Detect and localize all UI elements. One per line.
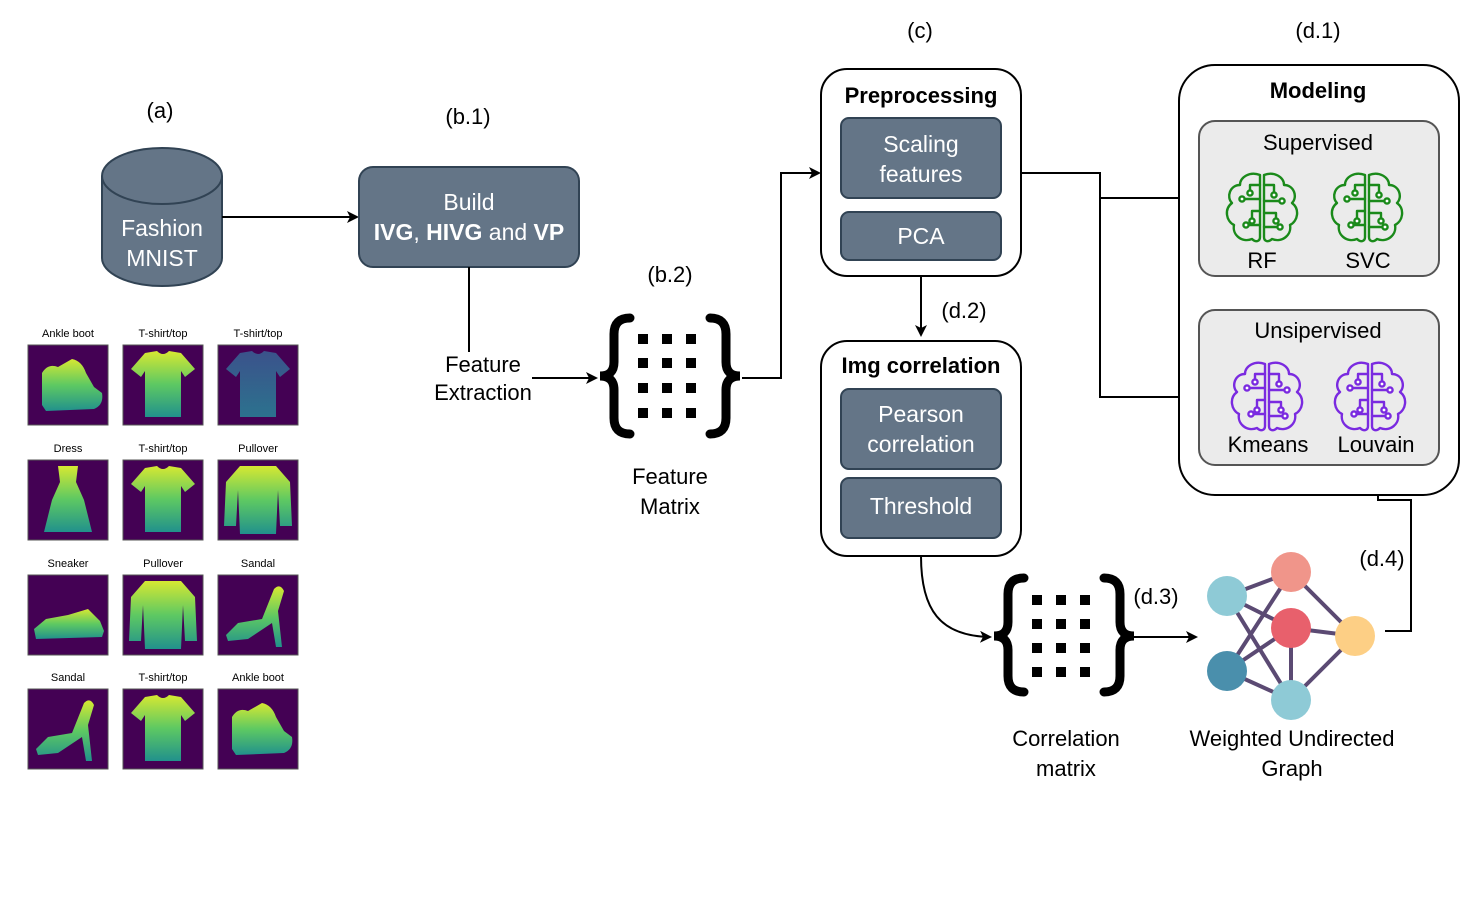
correlation-matrix-line1: Correlation [1012, 726, 1120, 751]
modeling-title: Modeling [1270, 78, 1367, 103]
pca-box [840, 211, 1002, 261]
garment-shape [42, 359, 103, 411]
label-c: (c) [907, 18, 933, 43]
garment-shape [36, 700, 94, 761]
model-louvain-label: Louvain [1337, 432, 1414, 457]
sample-image: T-shirt/top [122, 328, 204, 426]
unsupervised-title: Unsipervised [1254, 318, 1381, 343]
threshold-box [840, 477, 1002, 539]
garment-shape [34, 609, 104, 639]
model-kmeans-label: Kmeans [1228, 432, 1309, 457]
sample-image: Pullover [217, 443, 299, 541]
database-label-line2: MNIST [126, 245, 198, 271]
build-label: Build [443, 189, 494, 215]
edge-matrix-to-preprocessing [742, 167, 821, 379]
scaling-box [840, 117, 1002, 199]
feature-matrix-line2: Matrix [640, 494, 700, 519]
label-d4: (d.4) [1359, 546, 1404, 571]
sample-image: Ankle boot [217, 672, 299, 770]
sample-image: Sandal [217, 558, 299, 656]
sample-image: Pullover [122, 558, 204, 656]
sample-label: Sandal [241, 558, 275, 570]
sample-image: Ankle boot [27, 328, 109, 426]
database-icon [101, 147, 223, 287]
garment-shape [131, 466, 195, 532]
sample-label: Dress [54, 443, 83, 455]
feature-extraction-line2: Extraction [434, 380, 532, 405]
garment-shape [226, 351, 290, 417]
sample-label: Pullover [143, 558, 183, 570]
sample-label: T-shirt/top [139, 672, 188, 684]
sample-image: T-shirt/top [217, 328, 299, 426]
sample-image: Sandal [27, 672, 109, 770]
weighted-graph-icon [1207, 552, 1375, 720]
kmeans-brain-icon [1230, 361, 1304, 432]
edge-preprocessing-to-unsupervised [1021, 172, 1230, 403]
threshold-label: Threshold [870, 493, 972, 519]
pearson-line2: correlation [867, 431, 974, 457]
build-box [358, 166, 580, 268]
sample-image: Dress [27, 443, 109, 541]
sample-image: T-shirt/top [122, 672, 204, 770]
preprocessing-title: Preprocessing [845, 83, 998, 108]
correlation-matrix-line2: matrix [1036, 756, 1096, 781]
scaling-line1: Scaling [883, 131, 958, 157]
sample-image: T-shirt/top [122, 443, 204, 541]
sample-label: Sandal [51, 672, 85, 684]
graph-label-line2: Graph [1261, 756, 1322, 781]
garment-shape [131, 695, 195, 761]
sample-label: T-shirt/top [139, 328, 188, 340]
label-d2: (d.2) [941, 298, 986, 323]
build-methods-label: IVG, HIVG and VP [374, 219, 564, 245]
sample-label: T-shirt/top [234, 328, 283, 340]
garment-shape [232, 703, 293, 755]
garment-shape [224, 466, 292, 534]
sample-label: Sneaker [48, 558, 89, 570]
sample-image: Sneaker [27, 558, 109, 656]
edge-correlation-to-matrix [920, 555, 992, 643]
pearson-box [840, 388, 1002, 470]
sample-label: Ankle boot [42, 328, 94, 340]
img-correlation-title: Img correlation [842, 353, 1001, 378]
garment-shape [131, 351, 195, 417]
label-b2: (b.2) [647, 262, 692, 287]
supervised-title: Supervised [1263, 130, 1373, 155]
scaling-line2: features [879, 161, 962, 187]
correlation-matrix-icon [993, 573, 1135, 697]
graph-label-line1: Weighted Undirected [1189, 726, 1394, 751]
feature-matrix-line1: Feature [632, 464, 708, 489]
pca-label: PCA [897, 223, 945, 249]
model-svc-label: SVC [1345, 248, 1390, 273]
garment-shape [226, 586, 284, 647]
feature-extraction-line1: Feature [445, 352, 521, 377]
garment-shape [44, 466, 92, 532]
unsupervised-box [1198, 309, 1440, 466]
feature-matrix-icon [599, 313, 741, 439]
sample-label: T-shirt/top [139, 443, 188, 455]
pearson-line1: Pearson [878, 401, 964, 427]
rf-brain-icon [1225, 172, 1299, 243]
model-rf-label: RF [1247, 248, 1276, 273]
label-b1: (b.1) [445, 104, 490, 129]
database-label-line1: Fashion [121, 215, 203, 241]
label-d3: (d.3) [1133, 584, 1178, 609]
svc-brain-icon [1330, 172, 1404, 243]
label-a: (a) [147, 98, 174, 123]
sample-label: Pullover [238, 443, 278, 455]
garment-shape [129, 581, 197, 649]
louvain-brain-icon [1333, 361, 1407, 432]
label-d1: (d.1) [1295, 18, 1340, 43]
sample-label: Ankle boot [232, 672, 284, 684]
